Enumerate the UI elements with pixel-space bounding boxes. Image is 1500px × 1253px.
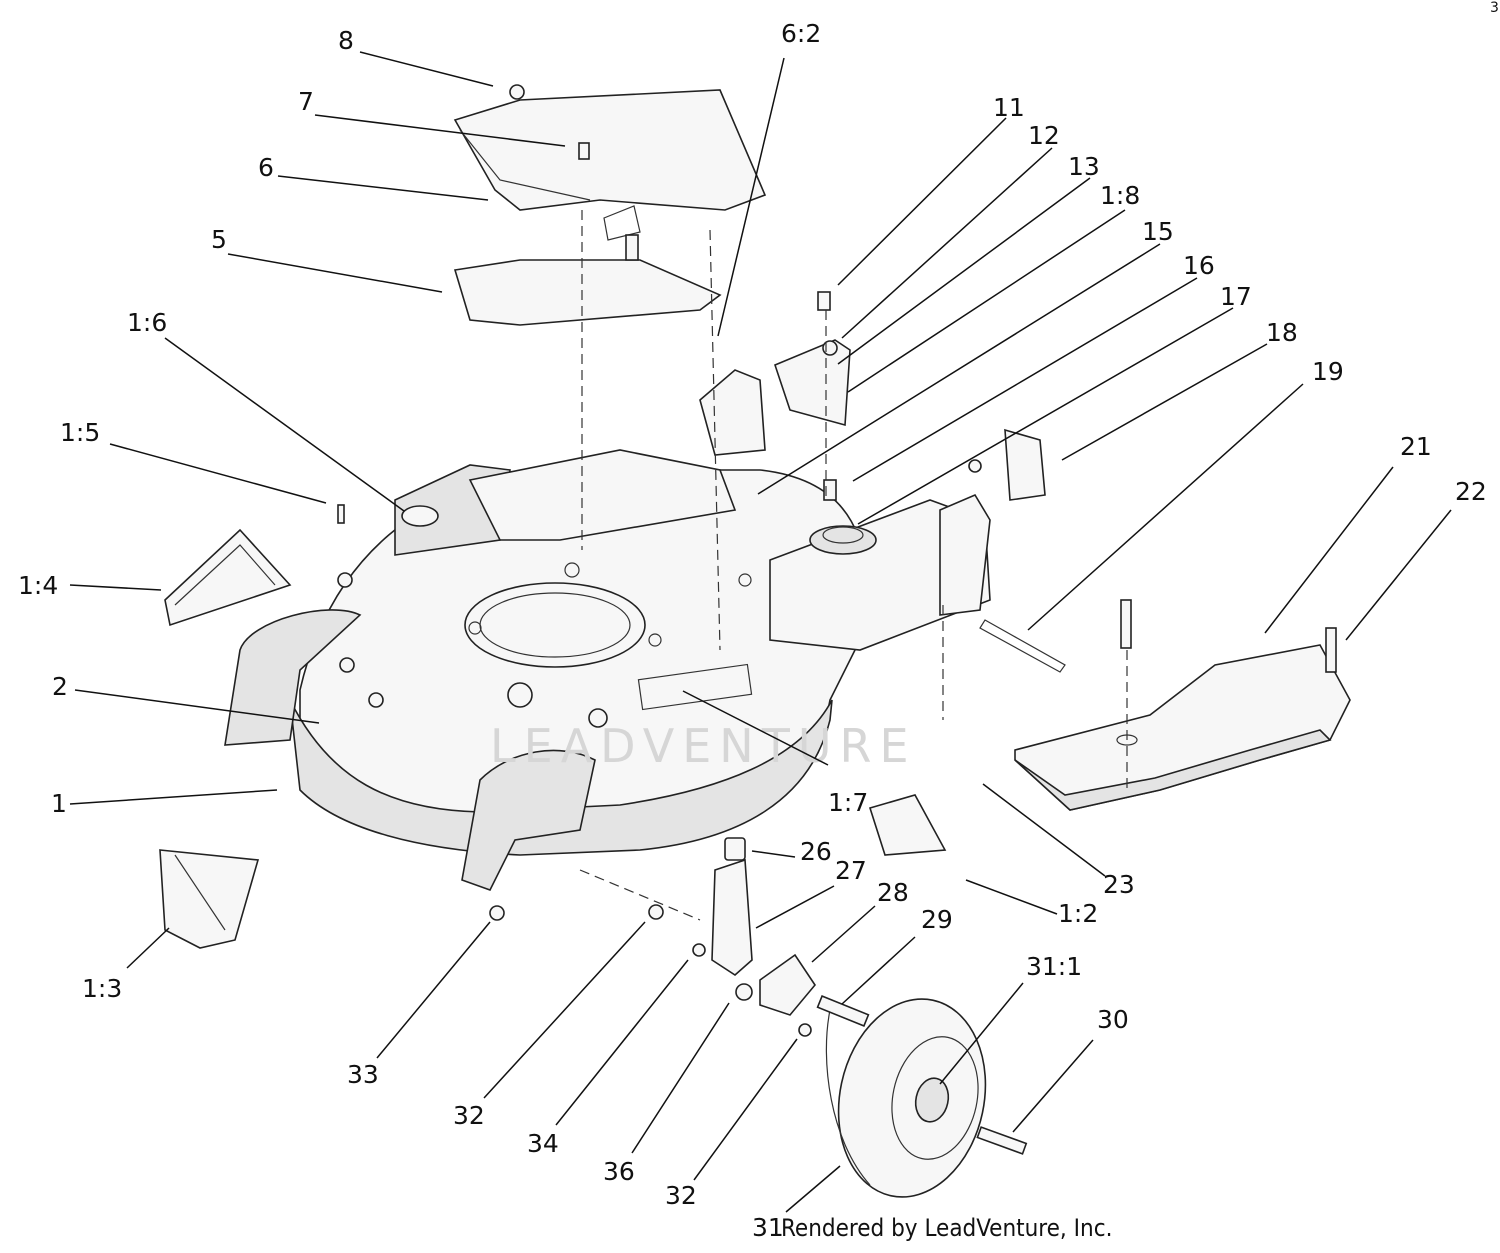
side-discharge-deflector [1014, 644, 1351, 811]
callout-32-a: 32 [453, 1101, 485, 1130]
callout-1-8: 1:8 [1100, 181, 1140, 210]
leader-lines [69, 51, 1452, 1213]
side-bumpers [224, 609, 596, 891]
callout-5: 5 [211, 225, 227, 254]
callout-32-b: 32 [665, 1181, 697, 1210]
callout-12: 12 [1028, 121, 1060, 150]
callout-31: 31 [752, 1213, 784, 1242]
callout-23: 23 [1103, 870, 1135, 899]
callout-1-2: 1:2 [1058, 899, 1098, 928]
callout-21: 21 [1400, 432, 1432, 461]
corner-mark: 3 [1490, 0, 1499, 16]
callout-22: 22 [1455, 477, 1487, 506]
callout-8: 8 [338, 26, 354, 55]
callout-34: 34 [527, 1129, 559, 1158]
callout-19: 19 [1312, 357, 1344, 386]
callout-16: 16 [1183, 251, 1215, 280]
callout-1-5: 1:5 [60, 418, 100, 447]
callout-7: 7 [298, 87, 314, 116]
assembly-centerlines [579, 210, 1128, 921]
callout-1-4: 1:4 [18, 571, 58, 600]
callout-30: 30 [1097, 1005, 1129, 1034]
discharge-cover-and-baffle [453, 89, 767, 326]
small-hardware [337, 84, 1337, 1037]
callout-1: 1 [51, 789, 67, 818]
callout-33: 33 [347, 1060, 379, 1089]
render-credit: Rendered by LeadVenture, Inc. [781, 1214, 1112, 1242]
callout-labels: 8 6:2 7 6 5 11 12 13 1:8 15 16 17 18 19 … [18, 19, 1487, 1242]
callout-1-7: 1:7 [828, 788, 868, 817]
callout-11: 11 [993, 93, 1025, 122]
watermark: LEADVENTURE [490, 719, 917, 773]
callout-15: 15 [1142, 217, 1174, 246]
callout-6-2: 6:2 [781, 19, 821, 48]
height-adjust-assembly [769, 339, 1066, 673]
callout-2: 2 [52, 672, 68, 701]
callout-17: 17 [1220, 282, 1252, 311]
callout-29: 29 [921, 905, 953, 934]
callout-26: 26 [800, 837, 832, 866]
front-wheel-assembly [711, 837, 1028, 1198]
mower-deck-housing [289, 369, 867, 856]
part-illustrations [159, 84, 1351, 1198]
callout-18: 18 [1266, 318, 1298, 347]
deck-trim-pieces [159, 528, 947, 949]
callout-28: 28 [877, 878, 909, 907]
callout-27: 27 [835, 856, 867, 885]
callout-1-6: 1:6 [127, 308, 167, 337]
callout-31-1: 31:1 [1026, 952, 1082, 981]
callout-36: 36 [603, 1157, 635, 1186]
callout-6: 6 [258, 153, 274, 182]
callout-1-3: 1:3 [82, 974, 122, 1003]
callout-13: 13 [1068, 152, 1100, 181]
